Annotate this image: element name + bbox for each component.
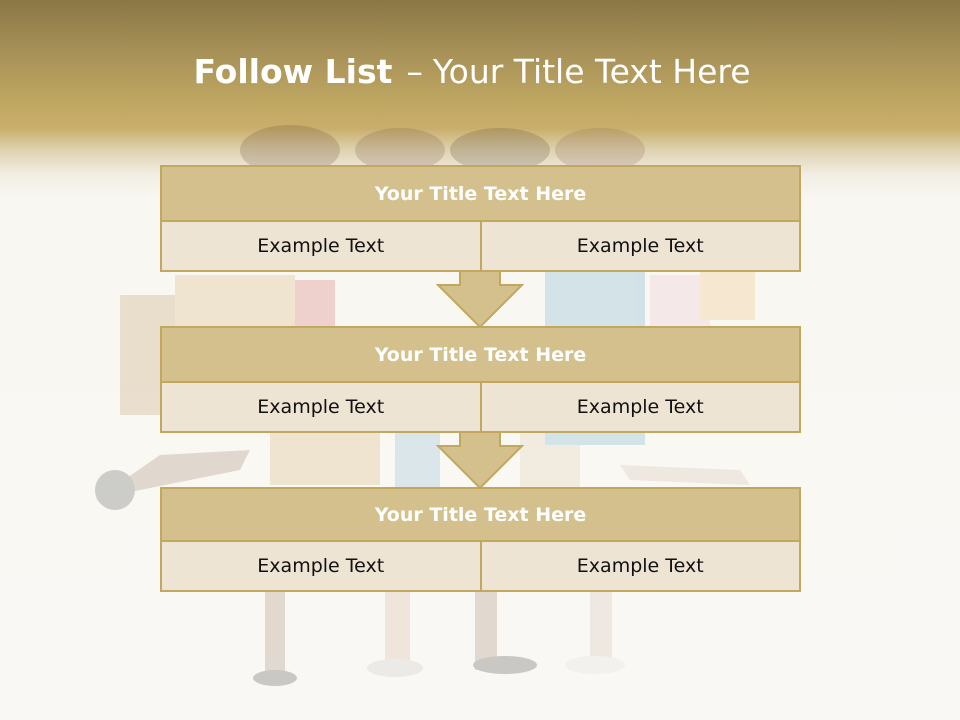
block-cell-left: Example Text: [160, 542, 481, 592]
block-title: Your Title Text Here: [160, 165, 801, 222]
block-cell-right: Example Text: [480, 222, 801, 272]
block-cell-left: Example Text: [160, 383, 481, 433]
title-rest: Your Title Text Here: [432, 52, 751, 91]
slide-title: Follow List–Your Title Text Here: [0, 52, 944, 91]
list-block-2: Your Title Text Here Example Text Exampl…: [160, 326, 801, 433]
down-arrow-icon: [436, 432, 524, 490]
list-block-3: Your Title Text Here Example Text Exampl…: [160, 487, 801, 592]
block-title: Your Title Text Here: [160, 487, 801, 542]
title-bold: Follow List: [193, 52, 393, 91]
block-row: Example Text Example Text: [160, 542, 801, 592]
block-cell-right: Example Text: [480, 383, 801, 433]
block-cell-right: Example Text: [480, 542, 801, 592]
block-row: Example Text Example Text: [160, 383, 801, 433]
down-arrow-icon: [436, 271, 524, 329]
block-title: Your Title Text Here: [160, 326, 801, 383]
list-block-1: Your Title Text Here Example Text Exampl…: [160, 165, 801, 272]
title-dash: –: [406, 52, 423, 91]
block-row: Example Text Example Text: [160, 222, 801, 272]
block-cell-left: Example Text: [160, 222, 481, 272]
